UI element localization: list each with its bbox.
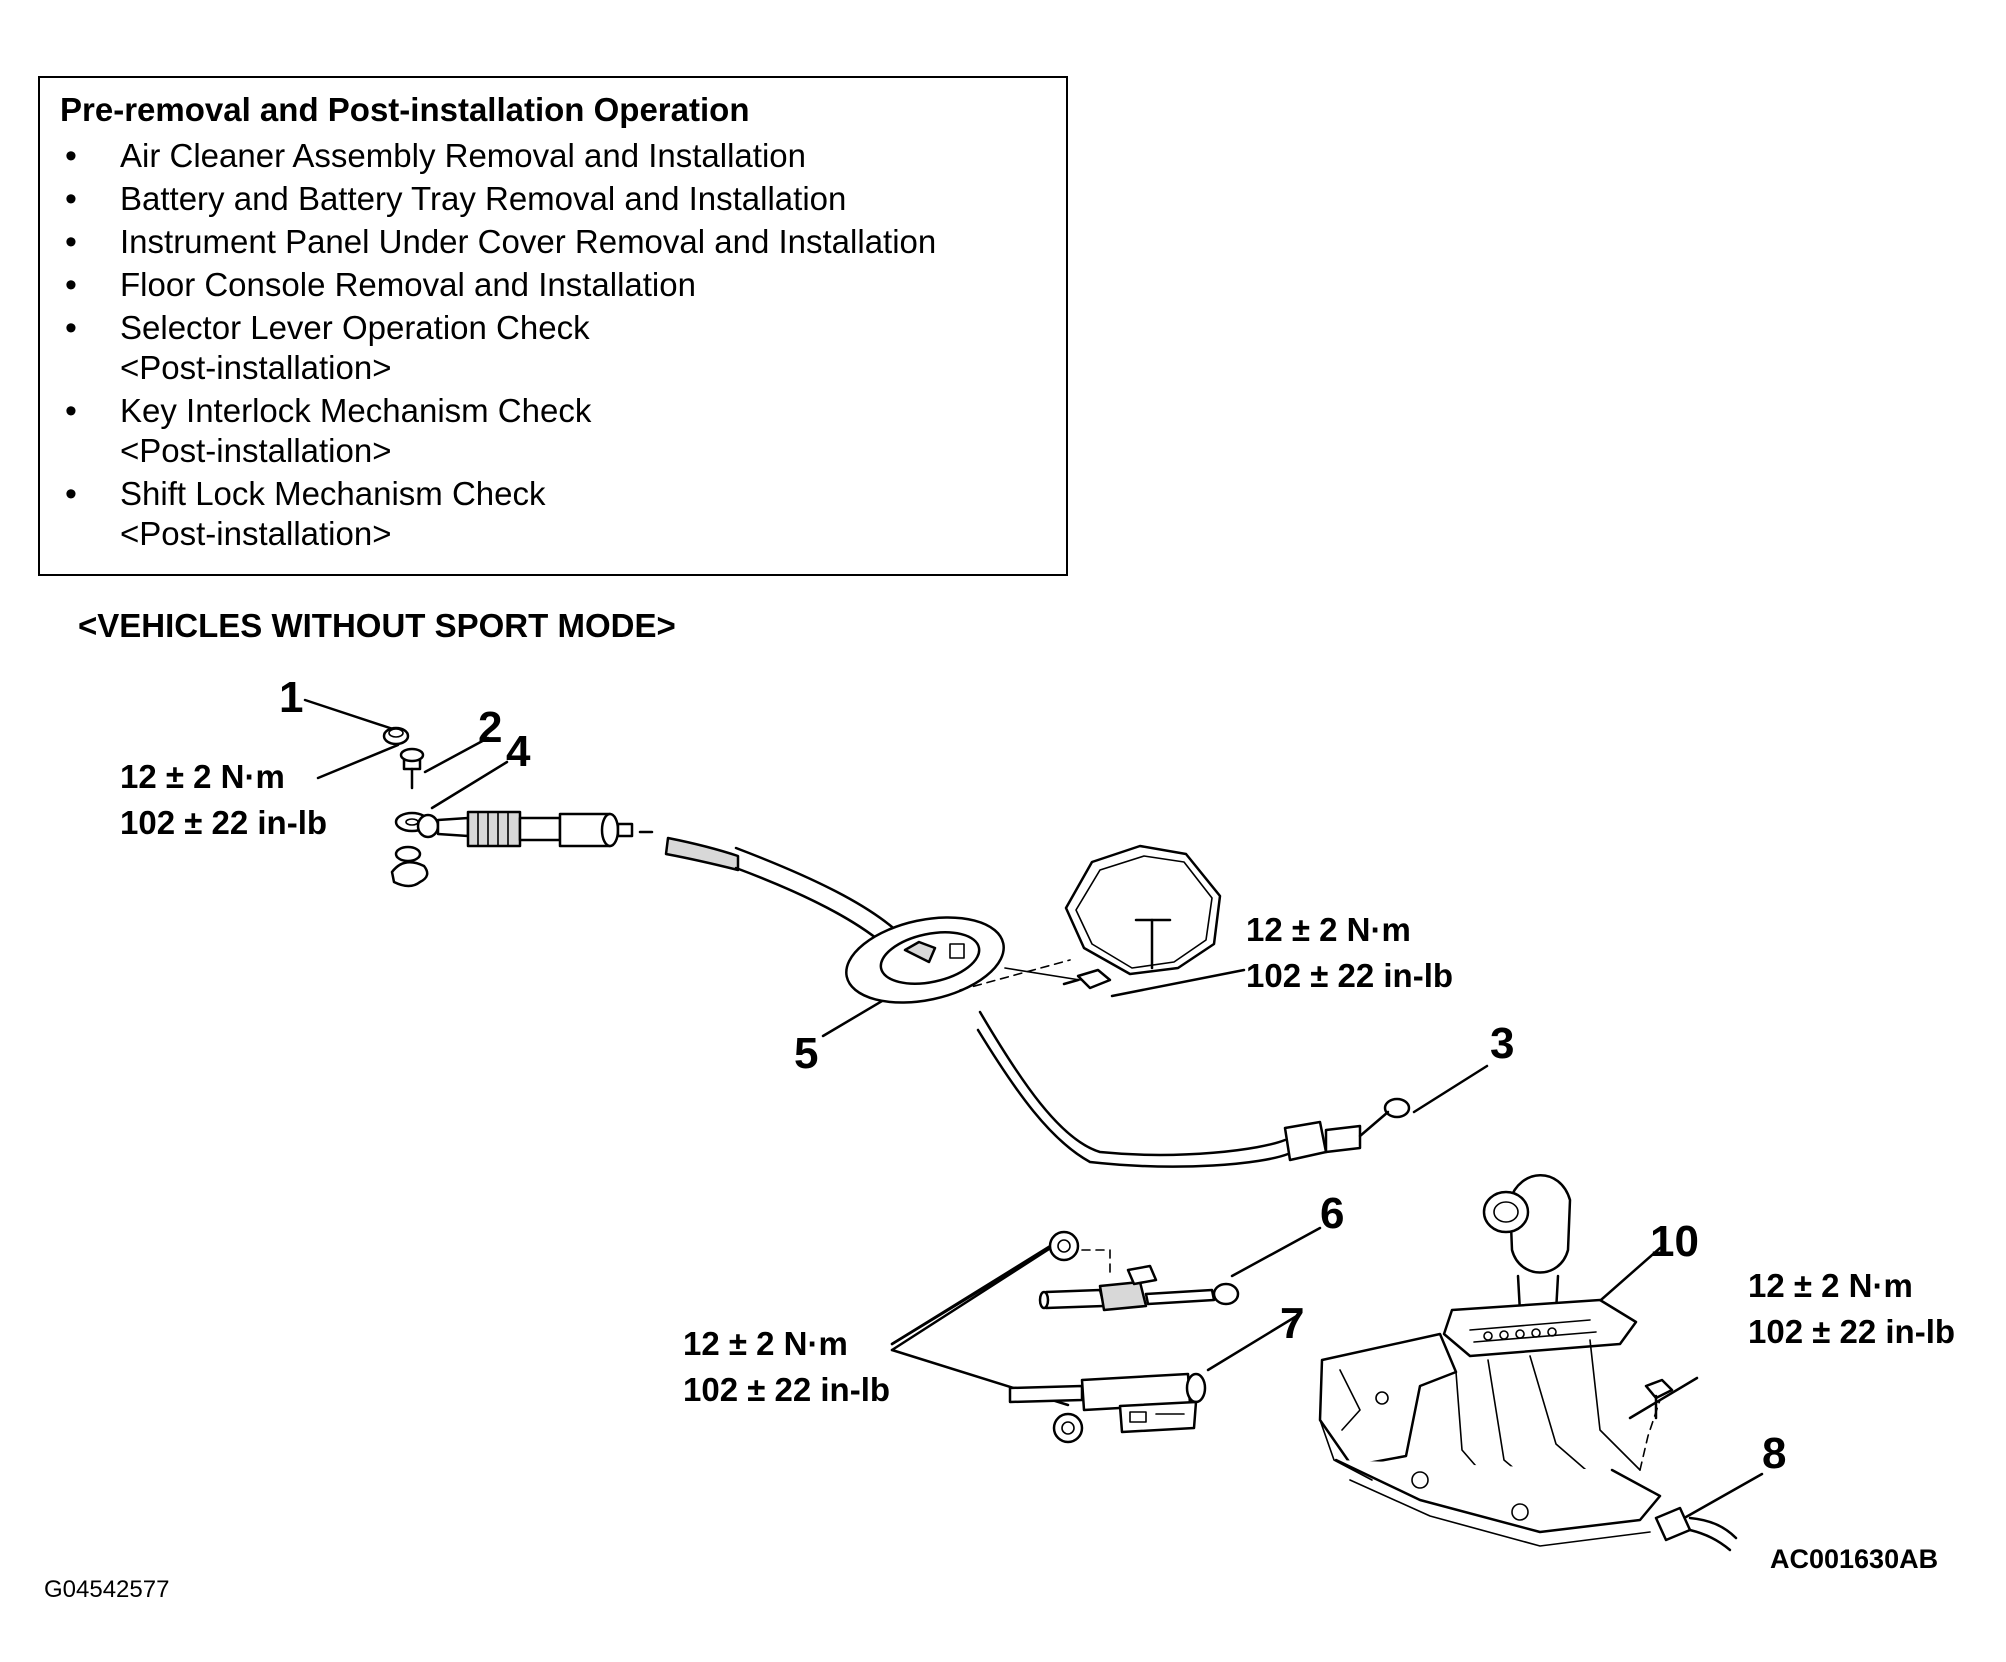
notice-item-text: Air Cleaner Assembly Removal and Install… xyxy=(120,137,806,174)
leader-lines xyxy=(303,698,1764,1519)
callout-number: 3 xyxy=(1490,1019,1515,1068)
image-code: G04542577 xyxy=(44,1576,170,1603)
cover-plate xyxy=(1064,844,1222,976)
notice-item-sub: <Post-installation> xyxy=(120,349,392,386)
notice-item-text: Key Interlock Mechanism Check xyxy=(120,392,592,429)
callout-number: 1 xyxy=(279,673,304,722)
callout-number: 2 xyxy=(478,703,503,752)
transmission-cable-part-3 xyxy=(664,836,1411,1168)
section-label: <VEHICLES WITHOUT SPORT MODE> xyxy=(78,607,676,644)
cover-bolt xyxy=(1062,968,1112,990)
notice-item: Shift Lock Mechanism Check<Post-installa… xyxy=(60,474,1048,554)
torque-imperial: 102 ± 22 in-lb xyxy=(120,804,328,841)
torque-metric: 12 ± 2 N·m xyxy=(1748,1267,1913,1304)
notice-item-text: Shift Lock Mechanism Check xyxy=(120,475,546,512)
connector-part-8 xyxy=(1654,1506,1738,1552)
figure-code: AC001630AB xyxy=(1770,1544,1939,1574)
notice-item-sub: <Post-installation> xyxy=(120,432,392,469)
notice-item: Key Interlock Mechanism Check<Post-insta… xyxy=(60,391,1048,471)
callout-number: 4 xyxy=(506,727,531,776)
torque-imperial: 102 ± 22 in-lb xyxy=(1748,1313,1956,1350)
notice-item: Selector Lever Operation Check<Post-inst… xyxy=(60,308,1048,388)
shift-lock-cable-part-6 xyxy=(1038,1230,1240,1312)
callout-number: 6 xyxy=(1320,1189,1345,1238)
callout-number: 10 xyxy=(1650,1217,1699,1266)
notice-item-text: Battery and Battery Tray Removal and Ins… xyxy=(120,180,847,217)
notice-box: Pre-removal and Post-installation Operat… xyxy=(38,76,1068,576)
nut-part-1 xyxy=(382,726,410,746)
notice-item: Battery and Battery Tray Removal and Ins… xyxy=(60,179,1048,219)
torque-metric: 12 ± 2 N·m xyxy=(683,1325,848,1362)
notice-item-text: Instrument Panel Under Cover Removal and… xyxy=(120,223,937,260)
bolt-part-2 xyxy=(399,747,425,790)
callout-number: 8 xyxy=(1762,1429,1787,1478)
notice-item: Floor Console Removal and Installation xyxy=(60,265,1048,305)
grommet-part-5 xyxy=(845,916,1081,1004)
notice-title: Pre-removal and Post-installation Operat… xyxy=(60,91,750,128)
notice-item-sub: <Post-installation> xyxy=(120,515,392,552)
selector-lever-part-10 xyxy=(1318,1174,1662,1547)
callout-number: 7 xyxy=(1280,1299,1305,1348)
key-interlock-cable-part-7 xyxy=(1008,1372,1207,1444)
torque-metric: 12 ± 2 N·m xyxy=(1246,911,1411,948)
notice-item-text: Floor Console Removal and Installation xyxy=(120,266,696,303)
torque-imperial: 102 ± 22 in-lb xyxy=(1246,957,1454,994)
notice-item: Air Cleaner Assembly Removal and Install… xyxy=(60,136,1048,176)
callout-number: 5 xyxy=(794,1029,819,1078)
mount-bolt xyxy=(1644,1378,1674,1420)
torque-imperial: 102 ± 22 in-lb xyxy=(683,1371,891,1408)
notice-item: Instrument Panel Under Cover Removal and… xyxy=(60,222,1048,262)
cable-end-part-4 xyxy=(416,810,654,848)
torque-metric: 12 ± 2 N·m xyxy=(120,758,285,795)
notice-item-text: Selector Lever Operation Check xyxy=(120,309,590,346)
notice-list: Air Cleaner Assembly Removal and Install… xyxy=(60,136,1048,554)
